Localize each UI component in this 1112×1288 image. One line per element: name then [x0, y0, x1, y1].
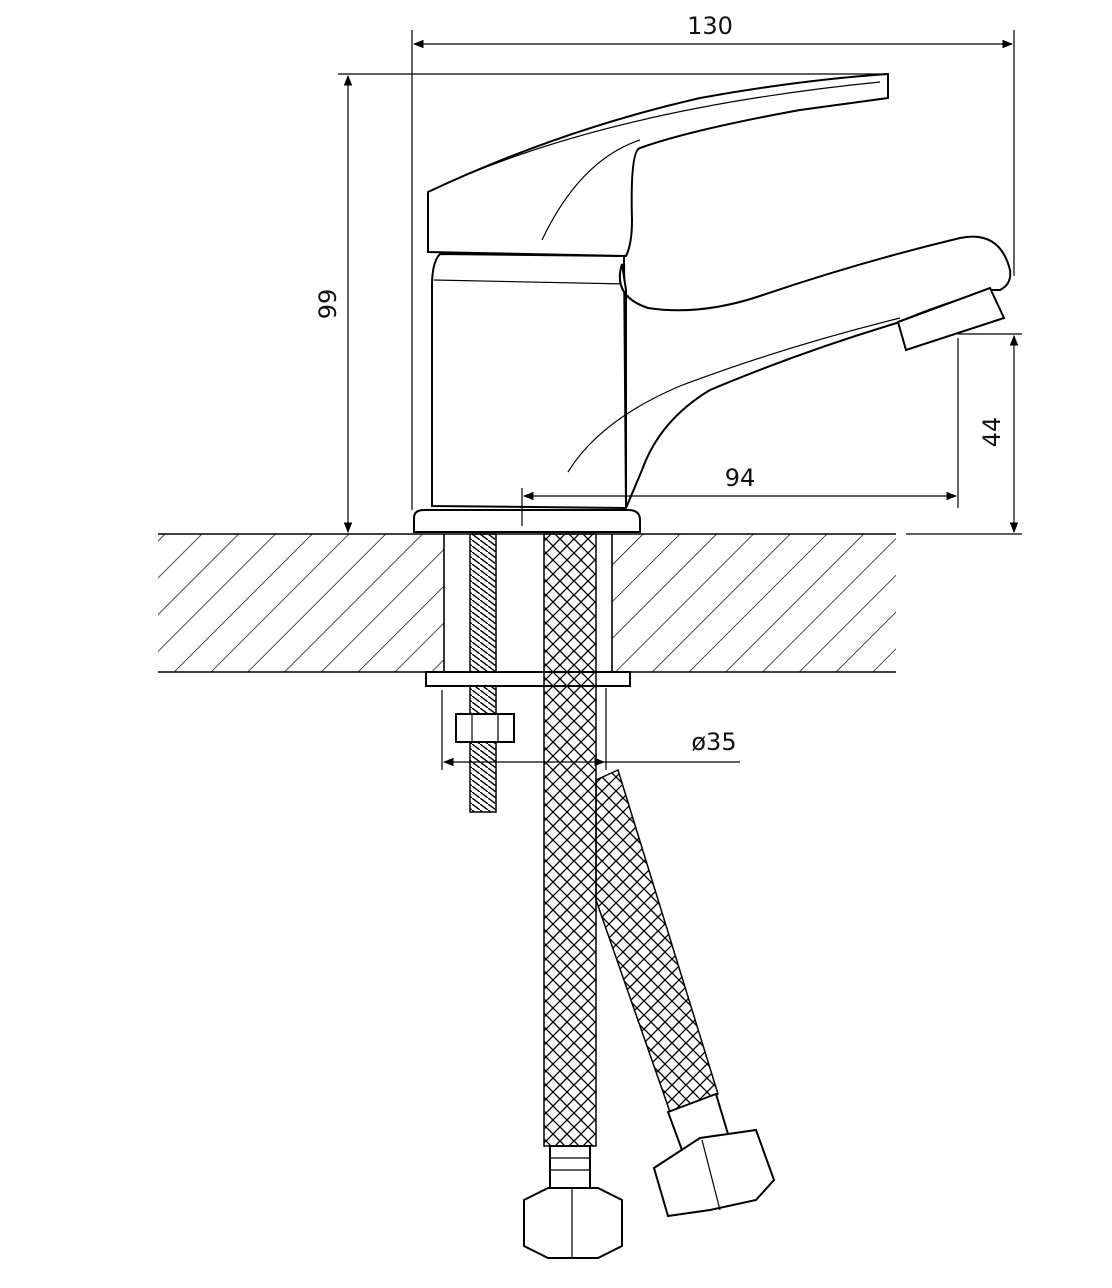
hose-angled [595, 768, 776, 1218]
countertop [158, 533, 896, 673]
dimension-spout-height-label: 44 [978, 417, 1006, 448]
dimension-spout-reach: 94 [521, 338, 959, 526]
hose-straight [523, 533, 623, 1259]
dimension-spout-reach-label: 94 [725, 464, 756, 492]
dimension-diameter-label: ø35 [691, 728, 736, 756]
fixing-plate [425, 671, 631, 687]
dimension-width-label: 130 [687, 12, 733, 40]
dimension-diameter: ø35 [441, 688, 740, 770]
faucet-body [413, 252, 641, 533]
fixing-nut [455, 713, 515, 743]
lever-handle [427, 72, 889, 258]
dimension-width: 130 [411, 12, 1015, 510]
dimension-height-label: 99 [314, 289, 342, 320]
dimension-spout-height: 44 [906, 333, 1022, 535]
spout [567, 235, 1012, 509]
dimension-height: 99 [314, 73, 888, 534]
